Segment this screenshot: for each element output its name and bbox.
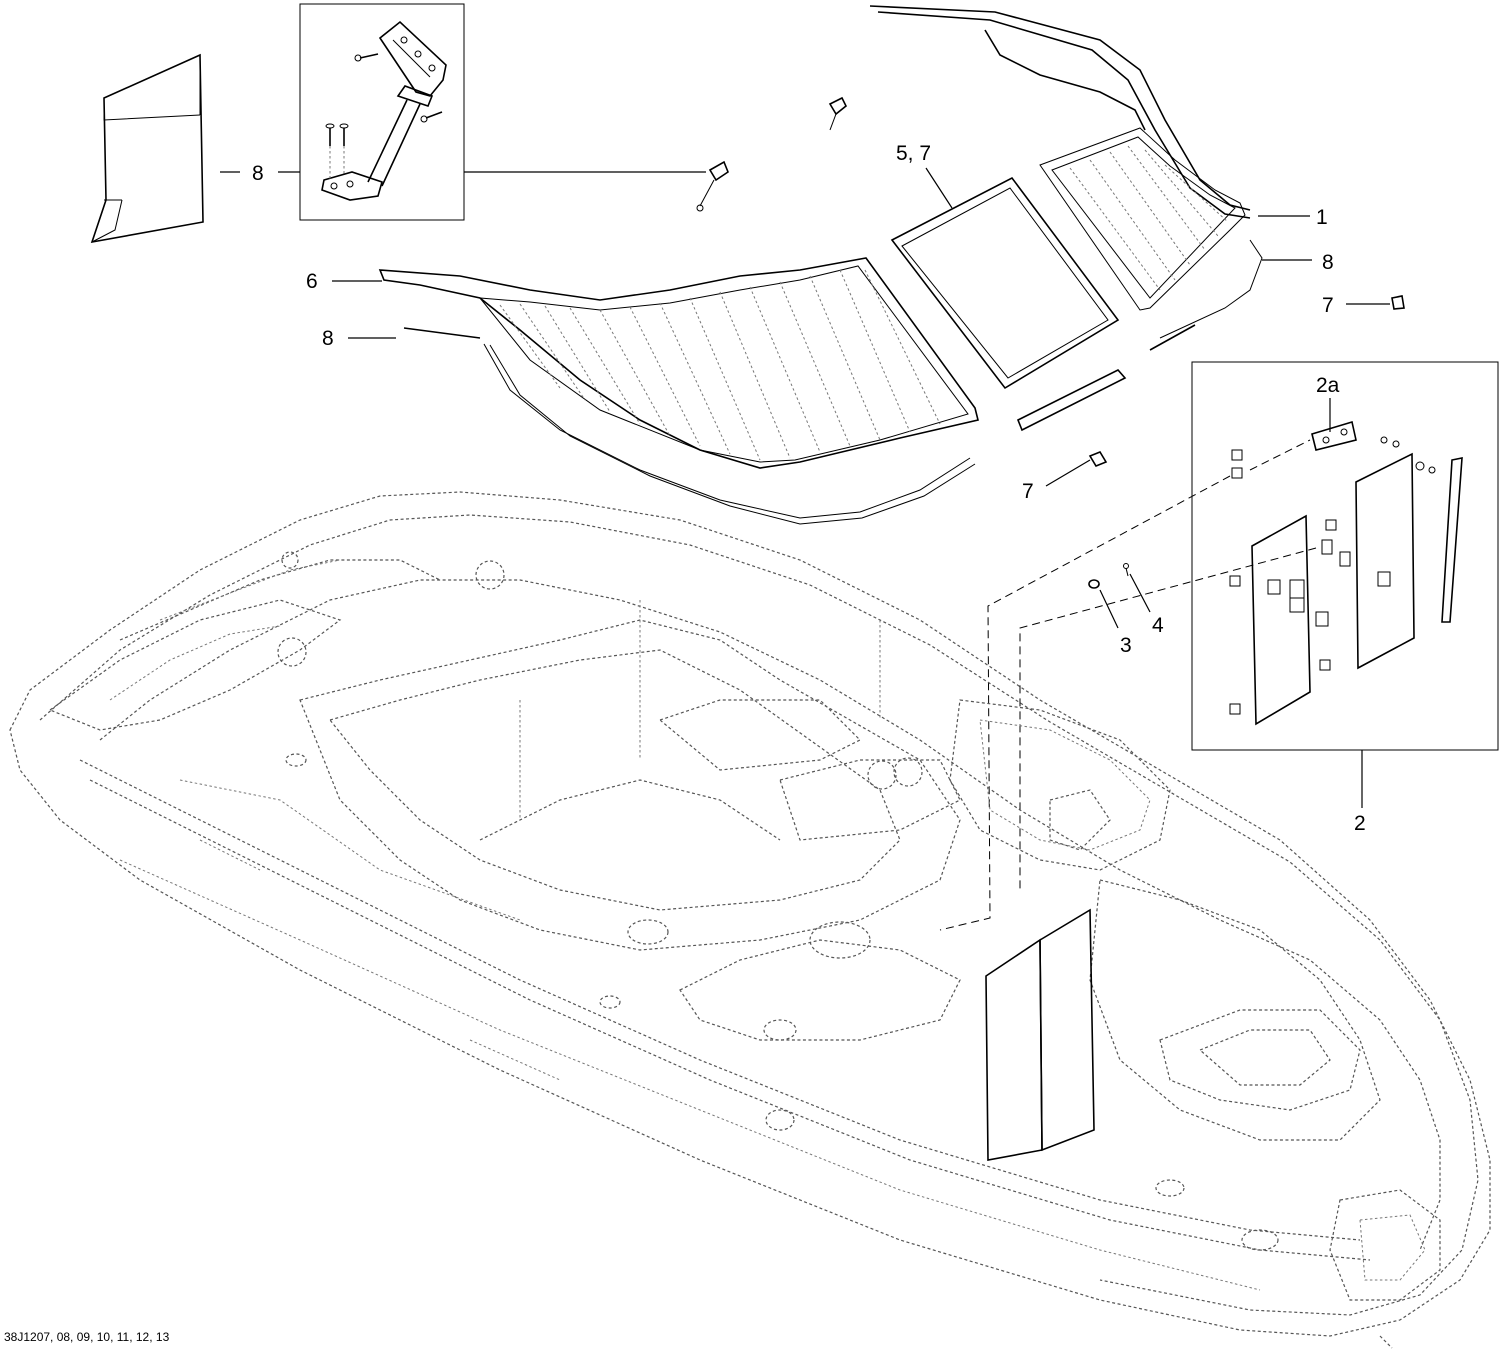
cap-mid (1088, 451, 1108, 467)
callout-8-bag: 8 (252, 162, 264, 185)
callout-4: 4 (1152, 614, 1164, 637)
callout-2: 2 (1354, 812, 1366, 835)
windshield-right-panel (869, 5, 1263, 351)
door-leader-outer (939, 475, 1231, 931)
callout-2a: 2a (1316, 374, 1340, 397)
washer-and-screw (1088, 563, 1129, 589)
hardware-kit-box (299, 3, 465, 221)
cap-right (1391, 295, 1405, 310)
windshield-left-panel (378, 257, 979, 525)
boat-hull (9, 491, 1491, 1349)
callout-3: 3 (1120, 634, 1132, 657)
callout-8-lower-left: 8 (322, 327, 334, 350)
windshield-right-hatching (1069, 145, 1229, 291)
callout-1: 1 (1316, 206, 1328, 229)
diagram-reference-code: 38J1207, 08, 09, 10, 11, 12, 13 (4, 1330, 170, 1344)
storage-bag (90, 53, 204, 244)
callout-5-7: 5, 7 (896, 142, 931, 165)
windshield-left-hatching (499, 269, 941, 461)
door-leader-inner (1019, 547, 1317, 892)
callout-7-mid: 7 (1022, 480, 1034, 503)
callout-8-right: 8 (1322, 251, 1334, 274)
installed-door-panels (985, 908, 1095, 1161)
callout-6: 6 (306, 270, 318, 293)
door-kit-box (1191, 361, 1499, 751)
callout-7-right: 7 (1322, 294, 1334, 317)
windshield-door-panel (890, 176, 1127, 432)
leader-lines (220, 167, 1390, 808)
clip-fasteners (696, 96, 848, 212)
